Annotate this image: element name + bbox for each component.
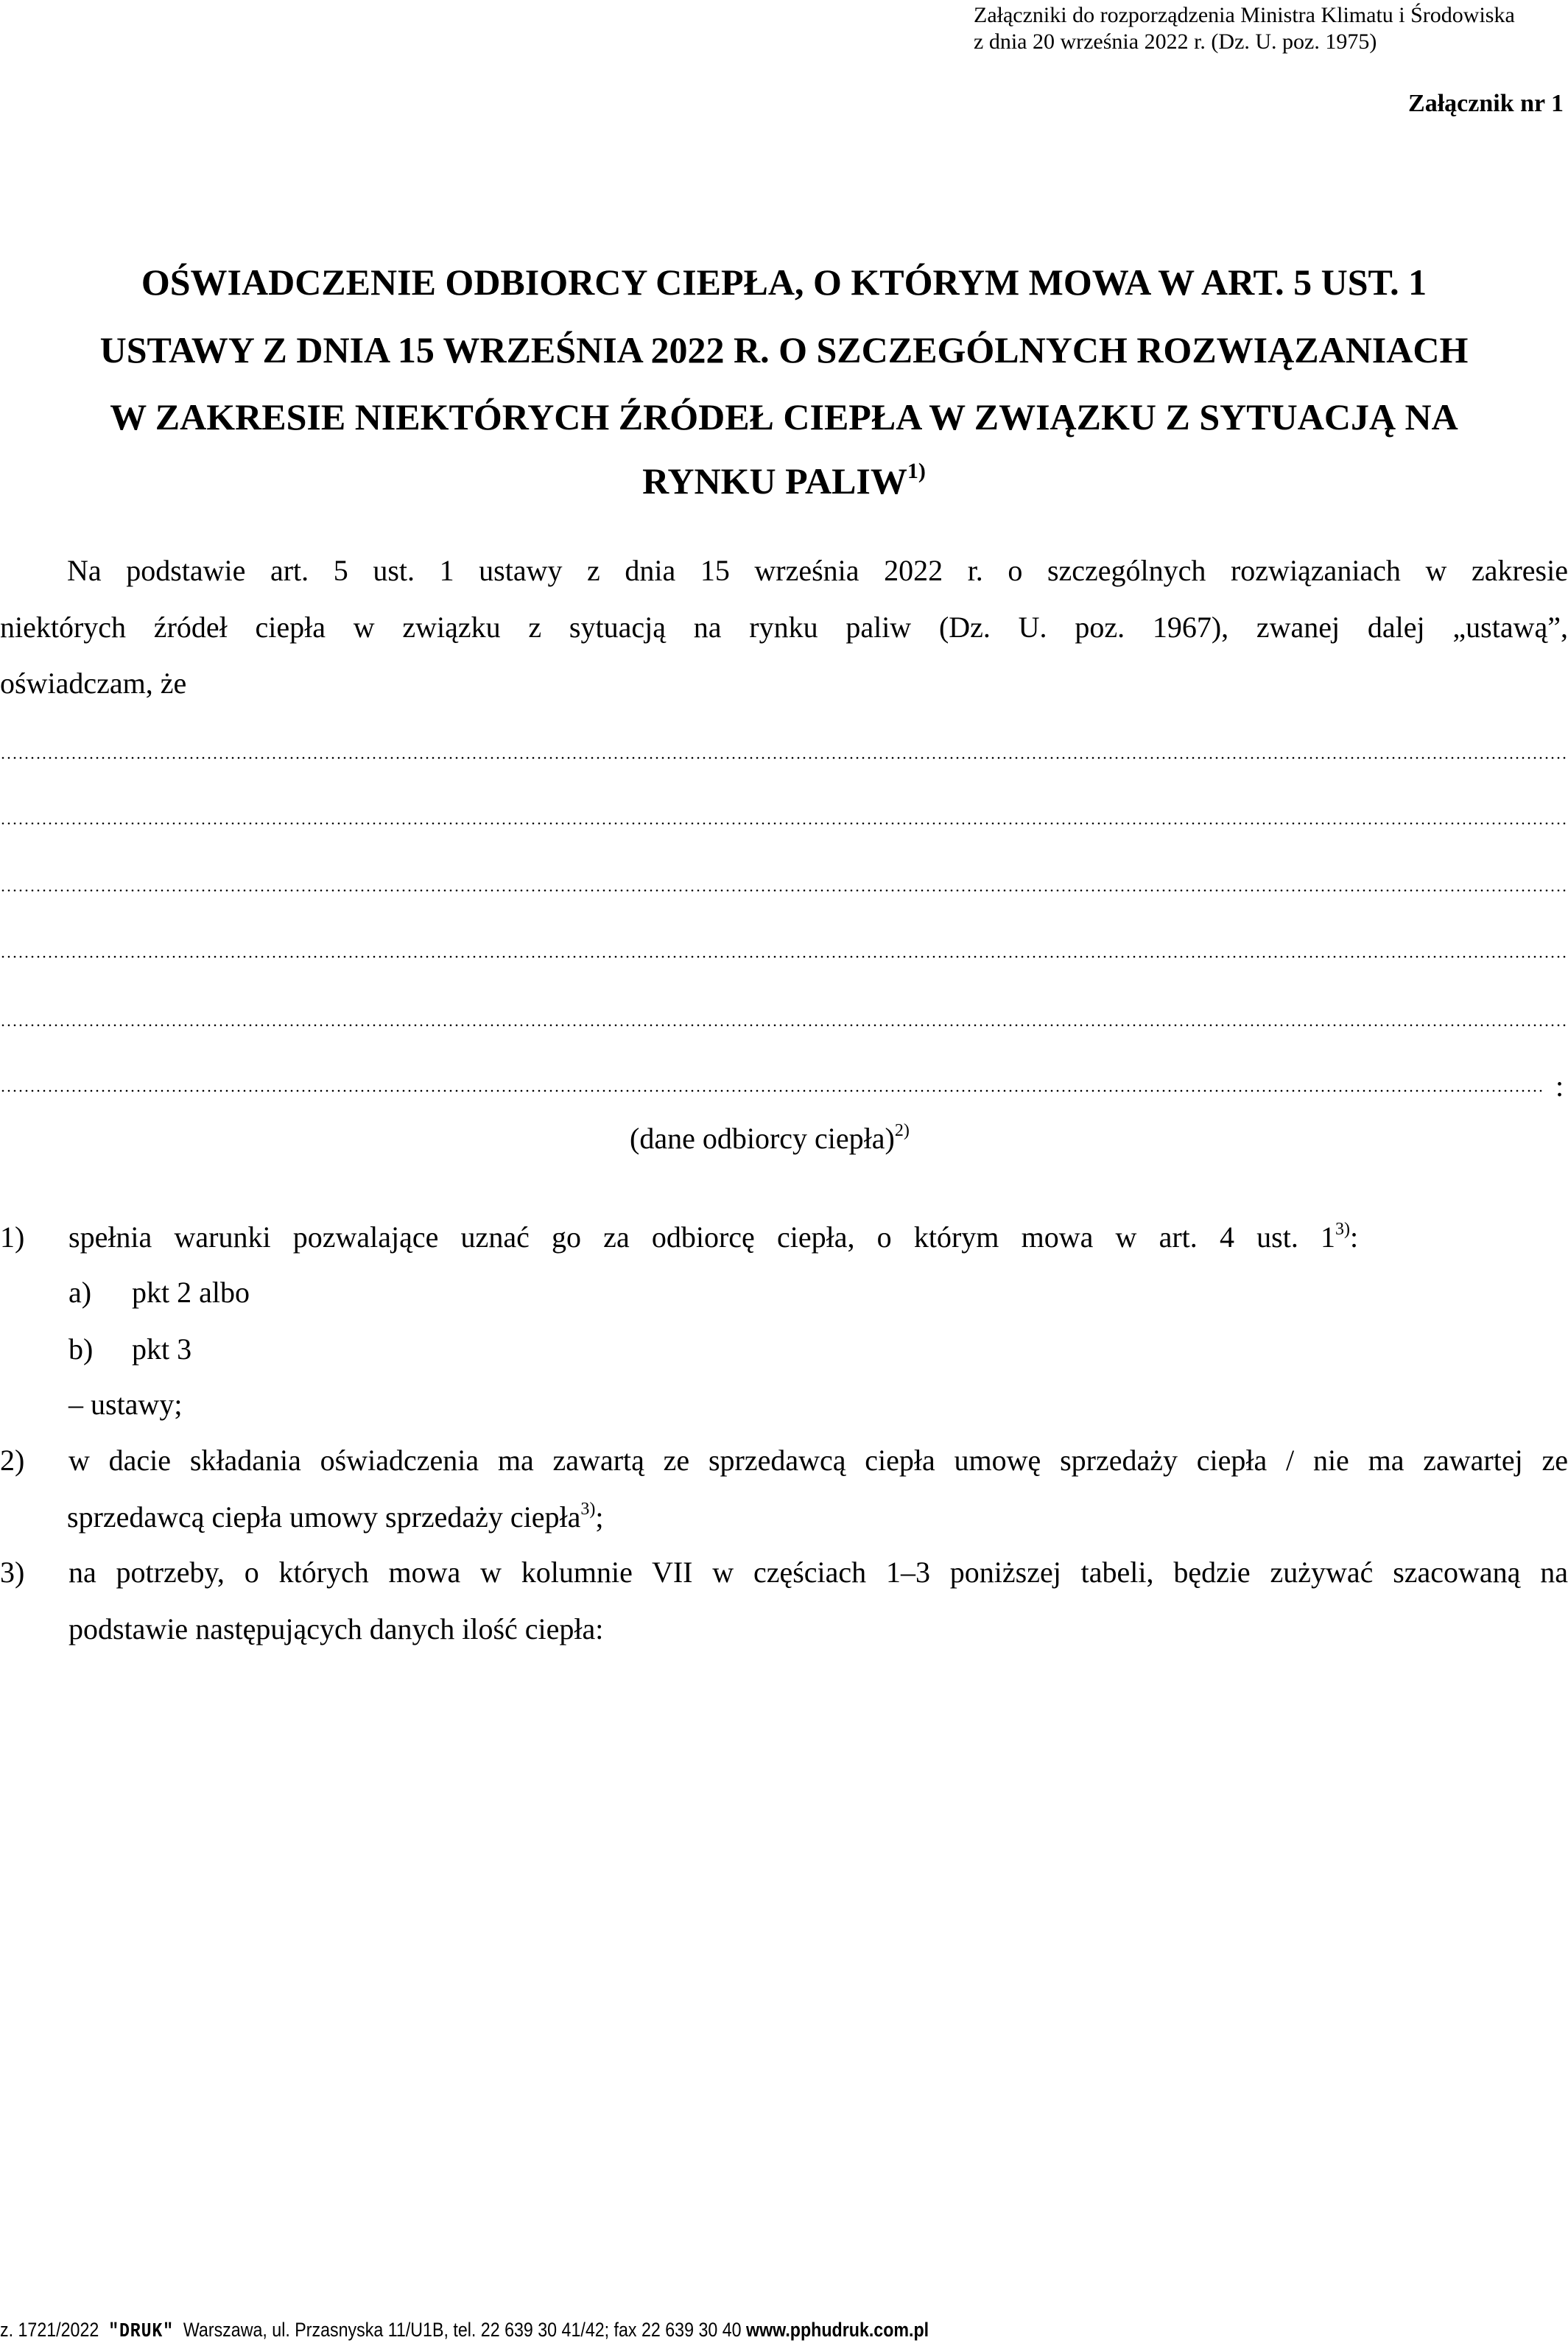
- punct: :: [1350, 1220, 1359, 1254]
- item-1a-text: pkt 2 albo: [132, 1276, 250, 1309]
- intro-line-1: Na podstawie art. 5 ust. 1 ustawy z dnia…: [67, 554, 1568, 587]
- item-1a-number: a): [68, 1276, 92, 1309]
- fill-line[interactable]: [0, 955, 1568, 958]
- caption-text: (dane odbiorcy ciepła): [630, 1122, 895, 1155]
- title-line-1: OŚWIADCZENIE ODBIORCY CIEPŁA, O KTÓRYM M…: [141, 261, 1427, 303]
- footnote-ref: 3): [1335, 1220, 1350, 1240]
- item-1-text: spełnia warunki pozwalające uznać go za …: [68, 1220, 1335, 1254]
- printer-url: www.pphudruk.com.pl: [746, 2319, 929, 2341]
- fill-line[interactable]: [0, 756, 1568, 759]
- fill-caption: (dane odbiorcy ciepła)2): [630, 1121, 910, 1155]
- item-2-number: 2): [0, 1444, 25, 1477]
- item-1-number: 1): [0, 1220, 25, 1254]
- colon: :: [1555, 1069, 1564, 1103]
- item-1b-number: b): [68, 1332, 94, 1366]
- title-line-4: RYNKU PALIW1): [0, 460, 1568, 502]
- footnote-ref: 3): [580, 1500, 596, 1520]
- fill-line[interactable]: [0, 822, 1568, 825]
- annex-number: Załącznik nr 1: [1408, 90, 1564, 117]
- header-line-1: Załączniki do rozporządzenia Ministra Kl…: [974, 3, 1515, 27]
- fill-line[interactable]: [0, 1024, 1568, 1027]
- item-2-line-2: sprzedawcą ciepła umowy sprzedaży ciepła…: [67, 1500, 604, 1534]
- item-2-line-1: w dacie składania oświadczenia ma zawart…: [68, 1444, 1568, 1477]
- intro-line-2: niektórych źródeł ciepła w związku z syt…: [0, 611, 1568, 644]
- item-3-number: 3): [0, 1556, 25, 1589]
- fill-line[interactable]: [0, 1089, 1544, 1092]
- item-3-line-1: na potrzeby, o których mowa w kolumnie V…: [68, 1556, 1568, 1589]
- item-1-tail: 3):: [1335, 1220, 1359, 1254]
- printer-footer: z. 1721/2022 "DRUK" Warszawa, ul. Przasn…: [0, 2319, 929, 2343]
- fill-line[interactable]: [0, 889, 1568, 892]
- printer-address: Warszawa, ul. Przasnyska 11/U1B, tel. 22…: [183, 2319, 742, 2341]
- title-line-3: W ZAKRESIE NIEKTÓRYCH ŹRÓDEŁ CIEPŁA W ZW…: [110, 396, 1458, 438]
- footnote-ref: 1): [907, 459, 926, 483]
- title-text: RYNKU PALIW: [642, 460, 907, 502]
- header-line-2: z dnia 20 września 2022 r. (Dz. U. poz. …: [974, 29, 1377, 54]
- footnote-ref: 2): [894, 1121, 910, 1141]
- title-line-2: USTAWY Z DNIA 15 WRZEŚNIA 2022 R. O SZCZ…: [99, 329, 1469, 370]
- item-1-after: – ustawy;: [68, 1388, 183, 1421]
- punct: ;: [595, 1500, 604, 1534]
- intro-line-3: oświadczam, że: [0, 667, 187, 700]
- form-code: z. 1721/2022: [0, 2319, 99, 2341]
- text: sprzedawcą ciepła umowy sprzedaży ciepła: [67, 1500, 581, 1534]
- item-3-line-2: podstawie następujących danych ilość cie…: [68, 1612, 604, 1645]
- item-1b-text: pkt 3: [132, 1332, 192, 1366]
- printer-brand: "DRUK": [108, 2321, 174, 2343]
